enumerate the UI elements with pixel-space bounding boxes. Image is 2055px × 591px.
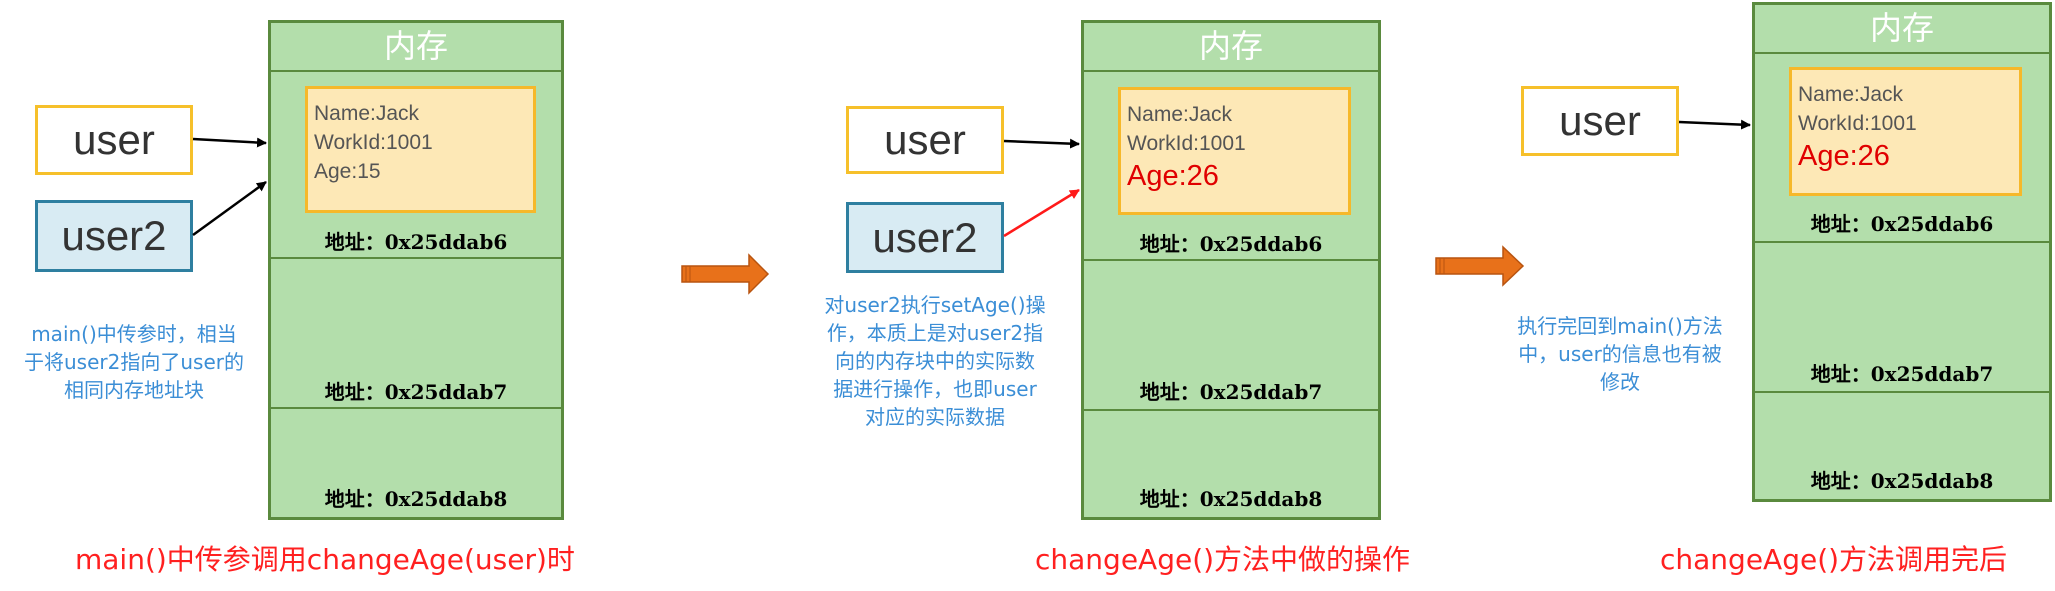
object-workid: WorkId:1001 bbox=[314, 131, 433, 154]
address-label: 地址：0x25ddab8 bbox=[324, 487, 508, 511]
note-line: 于将user2指向了user的 bbox=[24, 350, 244, 374]
address-label: 地址：0x25ddab7 bbox=[1810, 362, 1994, 386]
explanation-note: 对user2执行setAge()操 作，本质上是对user2指 向的内存块中的实… bbox=[800, 291, 1070, 431]
note-line: 修改 bbox=[1600, 370, 1640, 394]
note-line: 执行完回到main()方法 bbox=[1517, 314, 1723, 338]
cell-divider bbox=[271, 257, 561, 259]
variable-user2: user2 bbox=[846, 202, 1004, 273]
object-age-modified: Age:26 bbox=[1127, 160, 1219, 192]
cell-divider bbox=[1755, 241, 2049, 243]
note-line: 对user2执行setAge()操 bbox=[824, 293, 1046, 317]
note-line: 向的内存块中的实际数 bbox=[835, 349, 1035, 373]
pointer-arrow-user bbox=[192, 137, 267, 148]
address-label: 地址：0x25ddab6 bbox=[1139, 232, 1323, 256]
note-line: 对应的实际数据 bbox=[865, 405, 1005, 429]
address-label: 地址：0x25ddab7 bbox=[324, 380, 508, 404]
address-label: 地址：0x25ddab8 bbox=[1139, 487, 1323, 511]
object-name: Name:Jack bbox=[1798, 83, 1904, 106]
stage-caption: changeAge()方法中做的操作 bbox=[1035, 543, 1411, 576]
object-name: Name:Jack bbox=[314, 102, 420, 125]
memory-title: 内存 bbox=[271, 23, 561, 72]
cell-divider bbox=[271, 407, 561, 409]
note-line: 作，本质上是对user2指 bbox=[826, 321, 1044, 345]
user-object: Name:Jack WorkId:1001 Age:26 bbox=[1789, 67, 2022, 196]
variable-user: user bbox=[846, 106, 1004, 174]
object-workid: WorkId:1001 bbox=[1798, 112, 1917, 135]
address-label: 地址：0x25ddab7 bbox=[1139, 380, 1323, 404]
note-line: main()中传参时，相当 bbox=[31, 322, 237, 346]
user-object: Name:Jack WorkId:1001 Age:15 bbox=[305, 86, 536, 213]
explanation-note: main()中传参时，相当 于将user2指向了user的 相同内存地址块 bbox=[14, 320, 254, 404]
stage-caption: changeAge()方法调用完后 bbox=[1660, 543, 2008, 576]
transition-arrow-1 bbox=[681, 253, 770, 295]
explanation-note: 执行完回到main()方法 中，user的信息也有被 修改 bbox=[1490, 312, 1750, 396]
object-age-modified: Age:26 bbox=[1798, 140, 1890, 172]
address-label: 地址：0x25ddab6 bbox=[324, 230, 508, 254]
variable-user: user bbox=[1521, 86, 1679, 156]
note-line: 据进行操作，也即user bbox=[833, 377, 1037, 401]
address-label: 地址：0x25ddab6 bbox=[1810, 212, 1994, 236]
cell-divider bbox=[1084, 409, 1378, 411]
cell-divider bbox=[1084, 259, 1378, 261]
variable-user2: user2 bbox=[35, 200, 193, 272]
cell-divider bbox=[1755, 391, 2049, 393]
memory-title: 内存 bbox=[1084, 23, 1378, 72]
pointer-arrow-user bbox=[1003, 138, 1080, 149]
pointer-arrow-user2-highlight bbox=[1003, 188, 1080, 238]
transition-arrow-2 bbox=[1435, 245, 1525, 287]
variable-user: user bbox=[35, 105, 193, 175]
note-line: 中，user的信息也有被 bbox=[1518, 342, 1722, 366]
user-object: Name:Jack WorkId:1001 Age:26 bbox=[1118, 87, 1351, 215]
address-label: 地址：0x25ddab8 bbox=[1810, 469, 1994, 493]
stage-caption: main()中传参调用changeAge(user)时 bbox=[75, 543, 575, 576]
note-line: 相同内存地址块 bbox=[64, 378, 204, 402]
pointer-arrow-user bbox=[1678, 119, 1751, 130]
pointer-arrow-user2 bbox=[192, 180, 267, 237]
object-workid: WorkId:1001 bbox=[1127, 132, 1246, 155]
memory-title: 内存 bbox=[1755, 5, 2049, 54]
object-age: Age:15 bbox=[314, 160, 381, 183]
object-name: Name:Jack bbox=[1127, 103, 1233, 126]
